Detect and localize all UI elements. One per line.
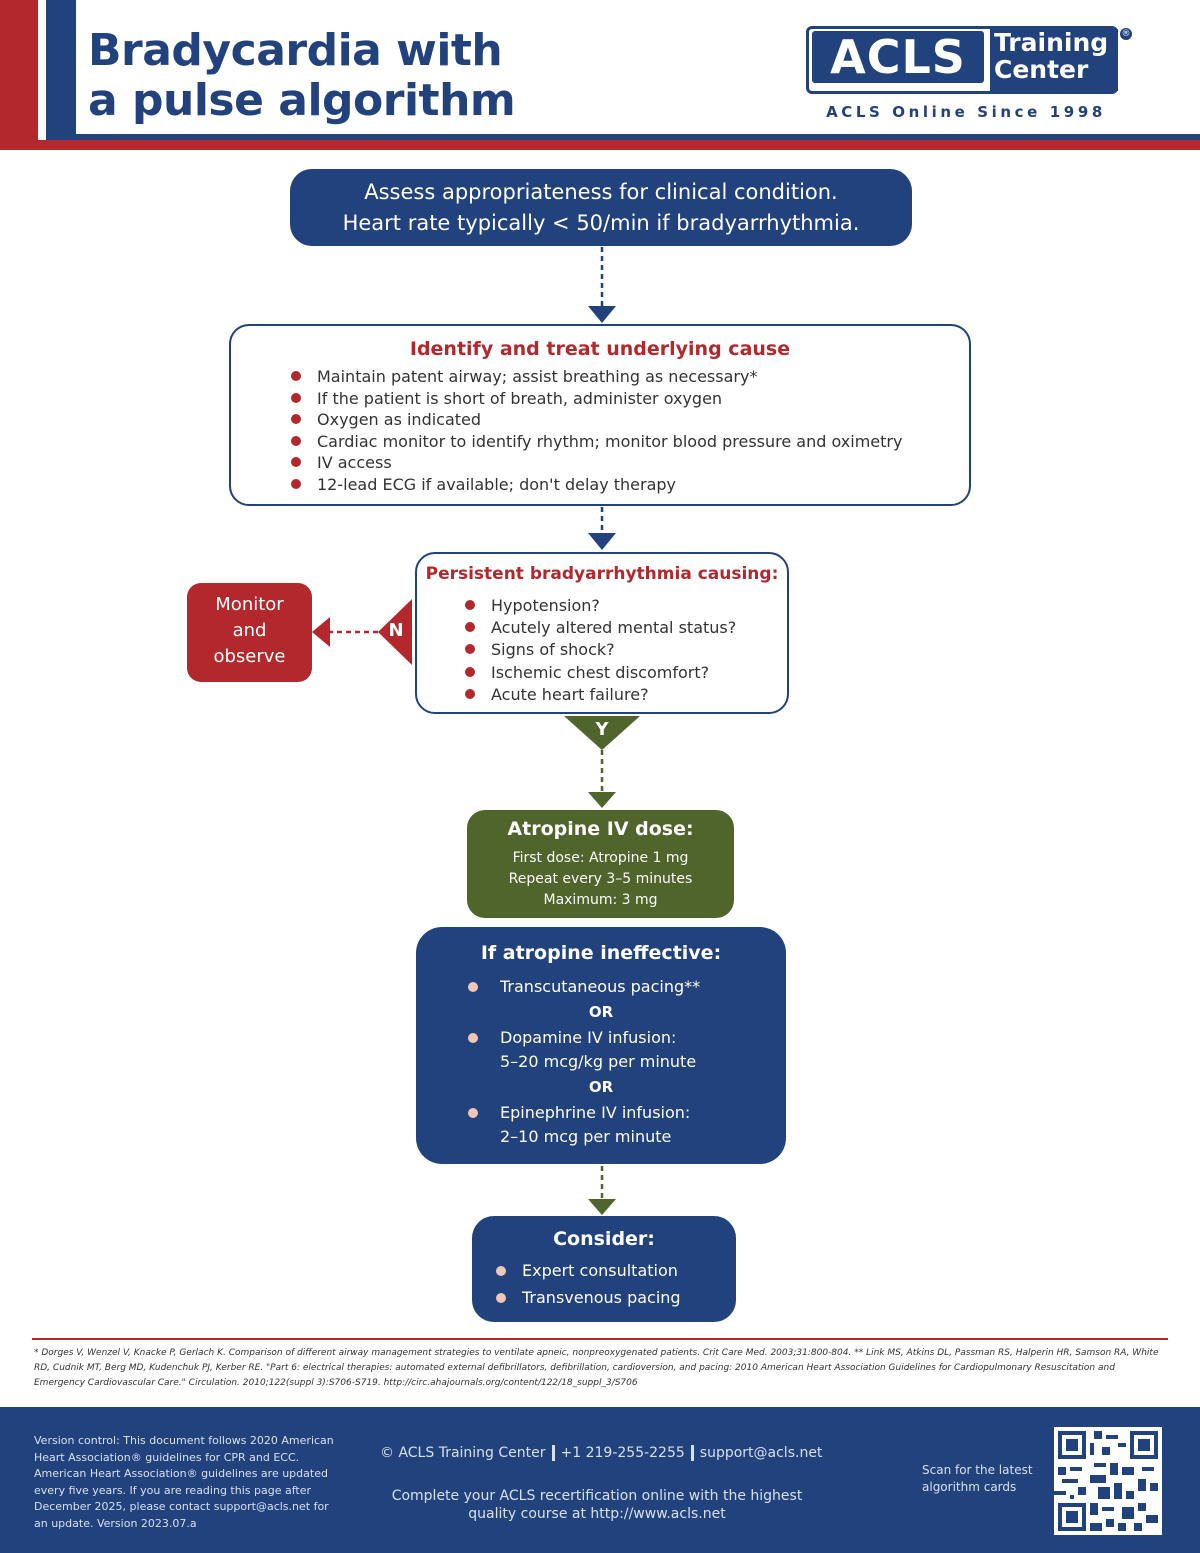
or-separator: OR xyxy=(588,1078,614,1096)
persistent-title: Persistent bradyarrhythmia causing: xyxy=(425,564,779,584)
connector-ineffective-to-consider xyxy=(588,1166,616,1215)
logo-training-text: Training xyxy=(994,28,1109,57)
list-item: Dopamine IV infusion: 5–20 mcg/kg per mi… xyxy=(468,1026,768,1074)
option-epinephrine-dose: 2–10 mcg per minute xyxy=(500,1127,672,1146)
no-decision-marker xyxy=(378,599,412,665)
header-red-stripe xyxy=(0,0,38,150)
logo-center-text: Center xyxy=(994,55,1089,84)
atropine-line1: First dose: Atropine 1 mg xyxy=(512,850,689,866)
atropine-line2: Repeat every 3–5 minutes xyxy=(508,871,693,887)
persistent-bradyarrhythmia-box: Persistent bradyarrhythmia causing: Hypo… xyxy=(415,552,789,714)
monitor-line1: Monitor xyxy=(215,594,284,615)
list-item: Acutely altered mental status? xyxy=(465,617,785,639)
connector-assess-to-cause xyxy=(588,247,616,323)
footer: Version control: This document follows 2… xyxy=(0,1407,1200,1553)
list-item: Cardiac monitor to identify rhythm; moni… xyxy=(291,431,971,453)
option-dopamine: Dopamine IV infusion: xyxy=(500,1028,677,1047)
atropine-dosing: First dose: Atropine 1 mg Repeat every 3… xyxy=(467,848,734,911)
monitor-line3: observe xyxy=(213,646,286,667)
references: * Dorges V, Wenzel V, Knacke P, Gerlach … xyxy=(34,1348,1159,1388)
option-dopamine-dose: 5–20 mcg/kg per minute xyxy=(500,1052,697,1071)
page-title-line2: a pulse algorithm xyxy=(88,75,516,126)
qr-code-graphic xyxy=(1054,1427,1162,1535)
qr-code-icon[interactable] xyxy=(1054,1427,1162,1535)
consider-title: Consider: xyxy=(553,1228,655,1250)
arrow-head-down xyxy=(588,1199,616,1215)
no-label: N xyxy=(388,620,404,641)
connector-cause-to-persistent xyxy=(588,507,616,550)
assess-line1: Assess appropriateness for clinical cond… xyxy=(364,180,838,204)
logo-acls-text: ACLS xyxy=(812,31,984,83)
version-control-note: Version control: This document follows 2… xyxy=(34,1434,334,1530)
list-item: IV access xyxy=(291,452,971,474)
page-title-line1: Bradycardia with xyxy=(88,25,503,76)
arrow-head-down xyxy=(588,533,616,550)
ineffective-title: If atropine ineffective: xyxy=(480,942,722,964)
monitor-line2: and xyxy=(232,620,267,641)
scan-instruction: Scan for the latest algorithm cards xyxy=(922,1463,1033,1494)
logo-training-center: Training Center xyxy=(990,29,1118,91)
or-separator: OR xyxy=(588,1003,614,1021)
atropine-ineffective-box: If atropine ineffective: Transcutaneous … xyxy=(416,927,786,1164)
underlying-cause-list: Maintain patent airway; assist breathing… xyxy=(291,366,971,495)
consider-box: Consider: Expert consultation Transvenou… xyxy=(472,1216,736,1322)
email-link[interactable]: support@acls.net xyxy=(699,1445,823,1461)
underlying-cause-box: Identify and treat underlying cause Main… xyxy=(229,324,971,506)
list-item: Oxygen as indicated xyxy=(291,409,971,431)
connector-no-to-monitor xyxy=(312,599,412,665)
ineffective-options-list: Dopamine IV infusion: 5–20 mcg/kg per mi… xyxy=(468,1026,768,1074)
arrow-head-left xyxy=(312,617,330,647)
separator xyxy=(690,1445,694,1461)
list-item: Transcutaneous pacing** xyxy=(468,975,768,999)
persistent-list: Hypotension? Acutely altered mental stat… xyxy=(465,595,785,706)
header-blue-stripe xyxy=(46,0,76,140)
header-divider-blue xyxy=(46,134,1200,140)
acls-logo: ACLS Training Center ® xyxy=(806,26,1132,96)
list-item: 12-lead ECG if available; don't delay th… xyxy=(291,474,971,496)
list-item: Expert consultation xyxy=(496,1257,726,1284)
assess-box: Assess appropriateness for clinical cond… xyxy=(290,169,912,246)
logo-tagline: ACLS Online Since 1998 xyxy=(826,103,1106,121)
list-item: Maintain patent airway; assist breathing… xyxy=(291,366,971,388)
option-pacing: Transcutaneous pacing** xyxy=(500,977,701,996)
list-item: Hypotension? xyxy=(465,595,785,617)
list-item: If the patient is short of breath, admin… xyxy=(291,388,971,410)
footer-tagline[interactable]: Complete your ACLS recertification onlin… xyxy=(391,1488,803,1522)
list-item: Ischemic chest discomfort? xyxy=(465,662,785,684)
consider-list: Expert consultation Transvenous pacing xyxy=(496,1257,726,1311)
list-item: Epinephrine IV infusion: 2–10 mcg per mi… xyxy=(468,1101,768,1149)
atropine-box: Atropine IV dose: First dose: Atropine 1… xyxy=(467,810,734,918)
yes-decision-marker xyxy=(564,716,640,750)
atropine-title: Atropine IV dose: xyxy=(507,818,694,840)
yes-label: Y xyxy=(595,719,609,740)
contact-line: © ACLS Training Center +1 219-255-2255 sup… xyxy=(380,1445,840,1461)
separator xyxy=(551,1445,555,1461)
phone-link[interactable]: +1 219-255-2255 xyxy=(560,1445,685,1461)
monitor-observe-box: Monitor and observe xyxy=(187,583,312,682)
arrow-head-down xyxy=(588,306,616,323)
copyright: © ACLS Training Center xyxy=(380,1445,546,1461)
ineffective-options-list: Epinephrine IV infusion: 2–10 mcg per mi… xyxy=(468,1101,768,1149)
page-title: Bradycardia with a pulse algorithm xyxy=(88,26,608,126)
logo-registered-mark: ® xyxy=(1120,28,1132,40)
header-divider-red xyxy=(0,140,1200,150)
assess-line2: Heart rate typically < 50/min if bradyar… xyxy=(342,211,860,235)
arrow-head-down xyxy=(588,792,616,808)
list-item: Acute heart failure? xyxy=(465,684,785,706)
ineffective-options-list: Transcutaneous pacing** xyxy=(468,975,768,999)
list-item: Signs of shock? xyxy=(465,639,785,661)
atropine-line3: Maximum: 3 mg xyxy=(543,892,658,908)
connector-yes-to-atropine xyxy=(564,716,640,808)
option-epinephrine: Epinephrine IV infusion: xyxy=(500,1103,691,1122)
underlying-cause-title: Identify and treat underlying cause xyxy=(409,338,791,360)
references-divider xyxy=(32,1338,1168,1340)
list-item: Transvenous pacing xyxy=(496,1284,726,1311)
